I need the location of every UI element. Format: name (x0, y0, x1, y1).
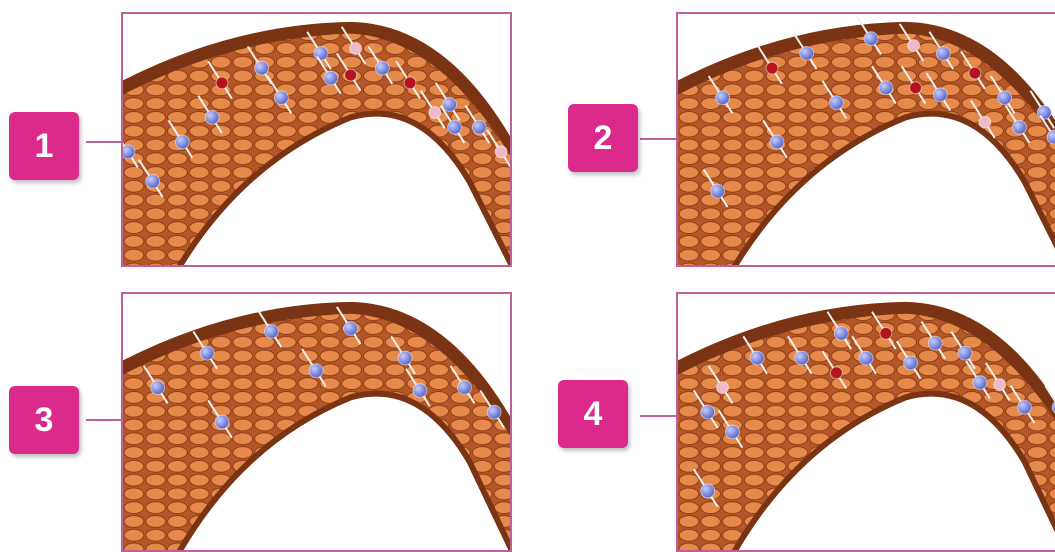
panel-3-connector (86, 419, 123, 421)
panel-1-illustration (121, 12, 512, 267)
hair-fiber-4-icon (678, 294, 1055, 550)
panel-4-number-badge: 4 (558, 380, 628, 448)
panel-4-connector (640, 415, 678, 417)
panel-3-number-badge: 3 (9, 386, 79, 454)
panel-2-number-badge: 2 (568, 104, 638, 172)
hair-fiber-3-icon (123, 294, 510, 550)
hair-fiber-1-icon (123, 14, 510, 265)
panel-2-illustration (676, 12, 1055, 267)
panel-3-illustration (121, 292, 512, 552)
panel-1-connector (86, 141, 123, 143)
hair-fiber-2-icon (678, 14, 1055, 265)
panel-1-number-badge: 1 (9, 112, 79, 180)
panel-2-connector (640, 138, 678, 140)
panel-4-illustration (676, 292, 1055, 552)
